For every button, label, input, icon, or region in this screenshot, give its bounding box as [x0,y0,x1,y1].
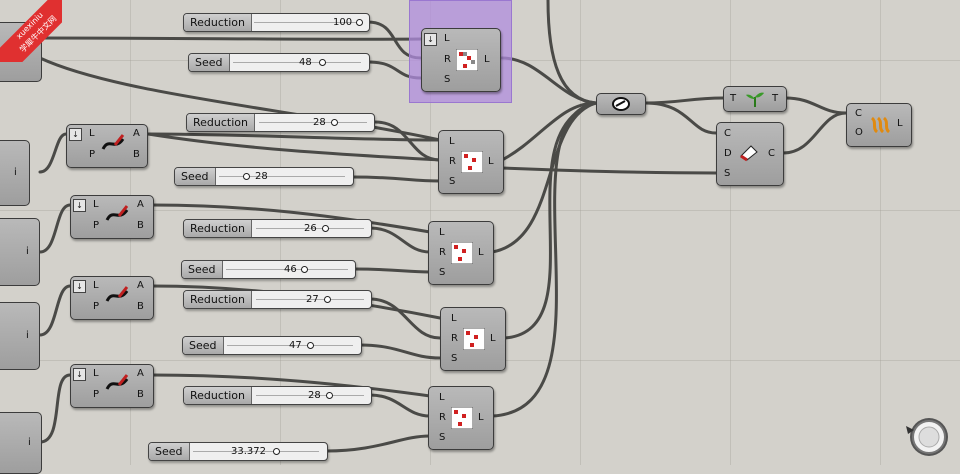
port-i: i [26,330,29,341]
geodesic-split-node[interactable]: ↓ L P A B [70,195,154,239]
reduction-slider[interactable]: Reduction 28 [183,386,372,405]
collapse-icon[interactable]: ↓ [73,280,86,293]
collapse-icon[interactable]: ↓ [73,199,86,212]
seed-slider[interactable]: Seed 48 [188,53,370,72]
slider-value: 27 [306,294,319,305]
slider-value: 100 [333,17,353,28]
list-node[interactable]: C O L [846,103,912,147]
merge-node[interactable] [596,93,646,115]
slider-value: 48 [299,57,312,68]
slider-name: Seed [183,337,224,354]
slider-grip[interactable] [326,392,333,399]
grid-pattern-icon [451,407,473,429]
slider-grip[interactable] [322,225,329,232]
seed-slider[interactable]: Seed 47 [182,336,362,355]
collapse-icon[interactable]: ↓ [424,33,437,46]
grid-pattern-icon [461,151,483,173]
seed-slider[interactable]: Seed 28 [174,167,354,186]
left-input-node[interactable]: i [0,140,30,206]
slider-name: Reduction [184,387,252,404]
reduction-slider[interactable]: Reduction 28 [186,113,375,132]
reduction-slider[interactable]: Reduction 27 [183,290,372,309]
slider-name: Seed [149,443,190,460]
slider-grip[interactable] [331,119,338,126]
split-curve-icon [105,374,129,390]
slider-grip[interactable] [319,59,326,66]
watermark-logo: xuexiniu 学犀牛中文网 [0,0,62,62]
tree-icon [746,92,764,107]
merge-icon [612,97,630,111]
slider-value: 28 [308,390,321,401]
slider-name: Seed [182,261,223,278]
pattern-node[interactable]: L R S L [440,307,506,371]
slider-value: 28 [255,171,268,182]
pattern-node[interactable]: L R S L [438,130,504,194]
slider-name: Seed [175,168,216,185]
slider-value: 33.372 [231,446,266,457]
collapse-icon[interactable]: ↓ [73,368,86,381]
slider-grip[interactable] [243,173,250,180]
seed-slider[interactable]: Seed 33.372 [148,442,328,461]
reduction-slider[interactable]: Reduction 100 [183,13,370,32]
collapse-icon[interactable]: ↓ [69,128,82,141]
split-curve-icon [105,286,129,302]
navigation-compass-icon[interactable] [902,412,952,462]
eraser-icon [740,145,758,162]
pattern-node[interactable]: L R S L [428,221,494,285]
port-i: i [28,437,31,448]
port-i: i [14,167,17,178]
left-input-node[interactable]: i [0,218,40,286]
slider-name: Reduction [184,220,252,237]
port-i: i [26,246,29,257]
slider-value: 46 [284,264,297,275]
slider-grip[interactable] [273,448,280,455]
slider-name: Seed [189,54,230,71]
slider-value: 28 [313,117,326,128]
left-input-node[interactable]: i [0,302,40,370]
slider-grip[interactable] [301,266,308,273]
tree-node[interactable]: T T [723,86,787,112]
cull-node[interactable]: C D S C [716,122,784,186]
reduction-slider[interactable]: Reduction 26 [183,219,372,238]
geodesic-split-node[interactable]: ↓ L P A B [70,276,154,320]
seed-slider[interactable]: Seed 46 [181,260,356,279]
pattern-node[interactable]: L R S L [428,386,494,450]
slider-name: Reduction [184,14,252,31]
geodesic-split-node[interactable]: ↓ L P A B [66,124,148,168]
slider-grip[interactable] [356,19,363,26]
split-curve-icon [105,205,129,221]
grid-pattern-icon [456,49,478,71]
slider-value: 47 [289,340,302,351]
grid-pattern-icon [451,242,473,264]
slider-name: Reduction [184,291,252,308]
split-curve-icon [101,134,125,150]
slider-grip[interactable] [324,296,331,303]
slider-grip[interactable] [307,342,314,349]
watermark-line1: xuexiniu [14,10,45,41]
weave-icon [870,116,891,134]
pattern-node[interactable]: ↓ L R S L [421,28,501,92]
slider-value: 26 [304,223,317,234]
slider-name: Reduction [187,114,255,131]
geodesic-split-node[interactable]: ↓ L P A B [70,364,154,408]
grid-pattern-icon [463,328,485,350]
